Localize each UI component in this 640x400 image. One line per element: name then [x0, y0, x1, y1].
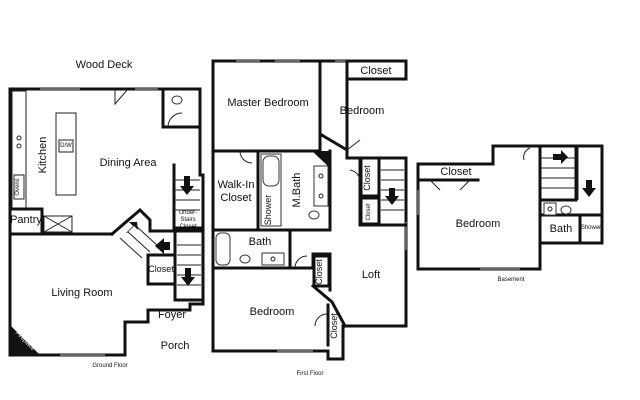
fireplace: [10, 325, 40, 355]
door-swing: [114, 88, 129, 106]
kitchen-island: [55, 112, 77, 196]
master-bedroom-label: Master Bedroom: [227, 97, 308, 109]
toilet: [560, 205, 572, 215]
door-swing: [314, 313, 328, 327]
vanity: [543, 202, 557, 216]
toilet: [308, 210, 320, 220]
closet-top-label: Closet: [360, 65, 391, 77]
vanity: [261, 252, 285, 266]
column: [312, 151, 330, 168]
closet-box: [146, 253, 177, 286]
vanity: [313, 165, 329, 207]
dining-area-label: Dining Area: [100, 157, 158, 169]
basement-caption: Basement: [497, 277, 524, 283]
master-bath-wall: [211, 132, 322, 153]
stair-closet: [359, 156, 381, 198]
stair-treads: [541, 157, 575, 189]
door-swing: [294, 255, 308, 269]
stair-arrow: [155, 238, 170, 254]
closet-small-label: Closet: [366, 203, 372, 220]
bedroom-bottom-label: Bedroom: [250, 306, 295, 318]
closet-bottom-label: Closet: [329, 313, 339, 339]
dishwasher: [58, 139, 74, 153]
m-bath-label: M.Bath: [291, 173, 303, 208]
pantry-label: Pantry: [10, 214, 42, 226]
first-floor: Closet Bedroom Master Bedroom Walk-In Cl…: [211, 59, 408, 377]
ground-floor-caption: Ground Floor: [92, 363, 127, 369]
loft-label: Loft: [362, 269, 380, 281]
bedroom-top-label: Bedroom: [340, 105, 385, 117]
under-stairs-label-3: Closet: [179, 224, 196, 230]
basement-bath-label: Bath: [550, 223, 573, 235]
door-swing: [167, 112, 183, 128]
bath-label: Bath: [249, 236, 272, 248]
closet-door: [429, 179, 471, 191]
basement-outer-wall: [416, 144, 604, 271]
counter-mark: [43, 215, 73, 233]
tub: [215, 232, 231, 266]
stove-burner: [16, 143, 22, 149]
under-stairs-label-1: Under-: [179, 210, 197, 216]
basement: Closet Bedroom Bath Shower Basement: [416, 144, 604, 283]
tub: [262, 155, 280, 187]
stair-down-arrow: [180, 176, 194, 195]
walk-in-label-1: Walk-In: [218, 179, 255, 191]
door-swing: [523, 147, 531, 161]
kitchen-label: Kitchen: [37, 137, 49, 174]
foyer-label: Foyer: [158, 309, 186, 321]
closet-label: Closet: [148, 264, 174, 274]
toilet: [171, 95, 183, 105]
closet-mid-label: Closet: [314, 259, 324, 285]
counter: [43, 215, 73, 233]
toilet: [239, 254, 251, 264]
ground-floor: Wood Deck D/W Ovens Kitchen Dining Area …: [8, 59, 205, 369]
stair-down-arrow: [385, 188, 399, 205]
sink: [547, 206, 553, 212]
sink: [318, 173, 324, 179]
porch-label: Porch: [161, 340, 190, 352]
pantry-wall: [8, 207, 44, 236]
powder-room-wall: [161, 87, 202, 129]
ovens-label: Ovens: [15, 178, 21, 195]
door-swing: [349, 169, 361, 181]
stair-arrow: [553, 150, 568, 164]
door-swing: [239, 150, 253, 164]
sink: [270, 256, 276, 262]
stair-treads: [177, 244, 201, 286]
small-closet: [359, 196, 381, 226]
living-room-label: Living Room: [51, 287, 112, 299]
door: [346, 139, 361, 151]
basement-closet-label: Closet: [440, 166, 471, 178]
bath-bottom-wall: [211, 149, 332, 232]
sink: [318, 193, 324, 199]
stair-down-arrow: [582, 180, 596, 197]
walk-in-label-2: Closet: [220, 192, 251, 204]
basement-shower-label: Shower: [581, 225, 601, 231]
angled-stair-treads: [119, 225, 159, 259]
dw-label: D/W: [60, 143, 72, 149]
under-stairs-label-2: Stairs: [180, 217, 195, 223]
hall-bath-wall: [211, 228, 292, 270]
ground-outer-wall: [8, 87, 205, 357]
stove-burner: [16, 135, 22, 141]
shower-label: Shower: [263, 195, 273, 226]
stair-up-arrow: [126, 222, 138, 233]
stair-wall: [172, 163, 205, 230]
closet-mid: [312, 254, 331, 288]
first-outer-wall: [211, 59, 408, 361]
ovens: [13, 174, 25, 200]
wood-deck-label: Wood Deck: [76, 59, 133, 71]
first-floor-caption: First Floor: [297, 371, 324, 377]
stair-down-arrow: [181, 268, 195, 286]
stair-wall: [538, 144, 578, 202]
angled-wall: [310, 283, 348, 329]
closet-stair-label: Closet: [362, 165, 372, 191]
angled-stair-wall: [109, 207, 152, 237]
basement-bedroom-label: Bedroom: [456, 218, 501, 230]
